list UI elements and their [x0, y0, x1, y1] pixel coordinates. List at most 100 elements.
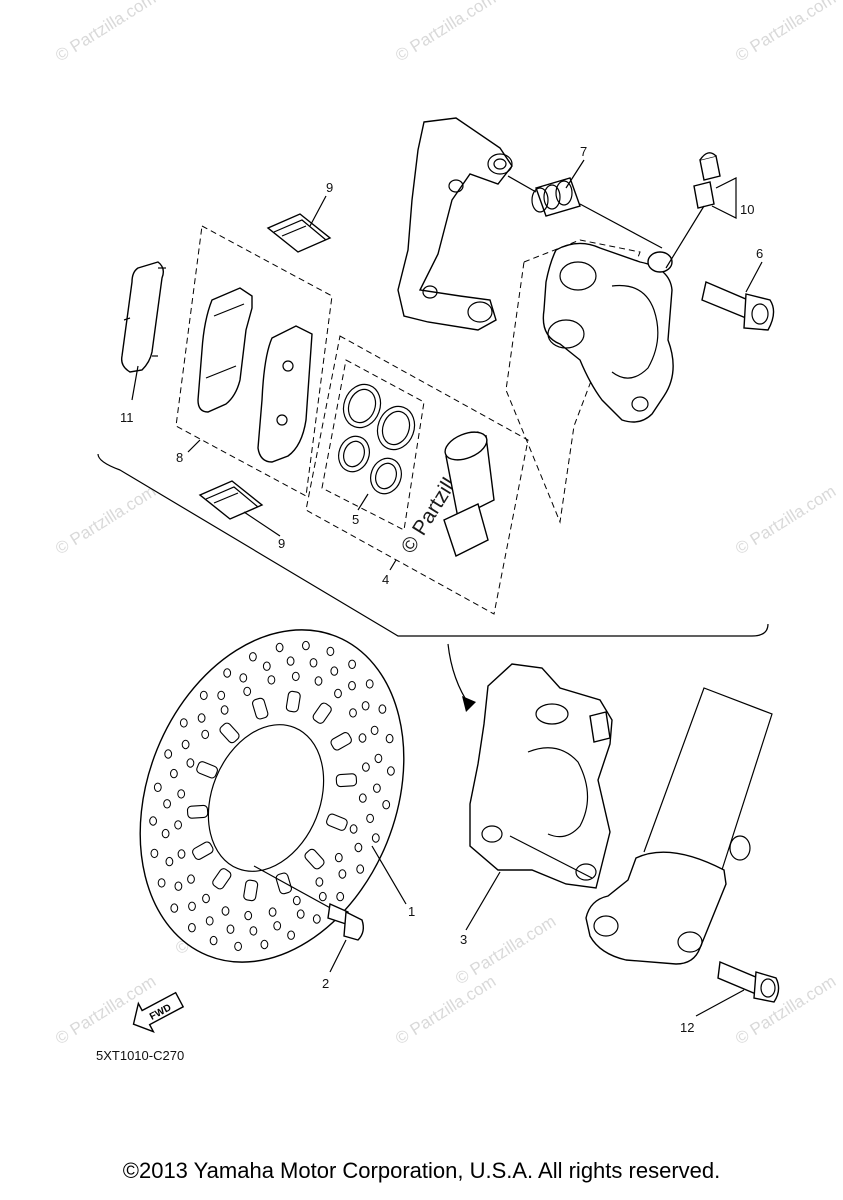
disc-slots — [186, 690, 358, 902]
disc-hole — [187, 874, 195, 884]
disc-slot — [186, 804, 209, 819]
callout-1: 1 — [408, 904, 415, 919]
front-fork-leg — [585, 687, 773, 965]
disc-hole — [164, 749, 173, 759]
watermark: © Partzilla.com — [392, 0, 499, 65]
watermark: © Partzilla.com — [392, 972, 499, 1049]
caliper-mount-bolt-part-12 — [717, 960, 780, 1003]
disc-hole — [356, 864, 365, 874]
disc-slot — [252, 697, 269, 720]
disc-hole — [165, 856, 174, 867]
callout-7: 7 — [580, 144, 587, 159]
disc-hole — [223, 668, 232, 678]
disc-hole — [267, 675, 276, 685]
disc-hole — [249, 652, 257, 662]
disc-hole — [174, 820, 183, 830]
disc-slot — [243, 879, 259, 902]
disc-hole — [262, 661, 271, 671]
disc-hole — [362, 762, 370, 772]
disc-hole — [334, 852, 343, 863]
pad-spring-part-9-upper — [266, 213, 332, 253]
disc-hole — [179, 718, 188, 728]
disc-hole — [174, 881, 183, 891]
disc-hole — [354, 842, 363, 853]
disc-slot — [312, 702, 332, 724]
pad-shim-part-11 — [120, 261, 166, 373]
disc-hole — [268, 907, 277, 917]
disc-hole — [326, 646, 335, 657]
disc-hole — [273, 921, 282, 931]
watermark: © Partzilla.com — [732, 482, 839, 559]
disc-hole — [334, 688, 342, 699]
disc-hole — [157, 878, 166, 888]
callout-10: 10 — [740, 202, 754, 217]
disc-hole — [336, 891, 345, 902]
callout-8: 8 — [176, 450, 183, 465]
disc-hole — [348, 681, 356, 691]
disc-hole — [374, 753, 383, 764]
disc-hole — [361, 701, 370, 711]
disc-slot — [212, 868, 232, 890]
disc-hole — [199, 690, 208, 701]
disc-hole — [220, 705, 229, 715]
disc-hole — [177, 789, 186, 799]
disc-slot — [192, 841, 214, 860]
disc-hole — [358, 733, 367, 743]
disc-hole — [292, 895, 301, 906]
callout-12: 12 — [680, 1020, 694, 1035]
disc-hole — [318, 891, 327, 902]
disc-hole — [217, 690, 226, 701]
disc-hole — [385, 733, 394, 744]
disc-hole — [163, 799, 172, 809]
disc-hole — [170, 768, 178, 779]
callout-3: 3 — [460, 932, 467, 947]
disc-hole — [315, 877, 324, 887]
callout-4: 4 — [382, 572, 389, 587]
disc-hole — [365, 679, 374, 689]
disc-hole — [221, 906, 230, 916]
disc-hole — [302, 640, 310, 651]
disc-slot — [304, 848, 325, 870]
disc-hole — [371, 833, 380, 843]
watermark: © Partzilla.com — [452, 912, 559, 989]
disc-slot — [275, 872, 292, 895]
disc-hole — [188, 901, 196, 911]
disc-hole — [205, 916, 214, 926]
disc-hole — [153, 782, 162, 792]
disc-hole — [378, 704, 387, 714]
callout-6: 6 — [756, 246, 763, 261]
disc-slot — [285, 690, 301, 713]
disc-hole — [330, 666, 339, 676]
callout-9-upper: 9 — [326, 180, 333, 195]
disc-hole — [186, 758, 195, 768]
watermark: © Partzilla.com — [52, 482, 159, 559]
disc-hole — [202, 893, 210, 904]
disc-hole — [177, 849, 186, 859]
disc-hole — [338, 869, 347, 879]
disc-hole — [348, 659, 357, 669]
bleed-screw-part-10 — [665, 152, 721, 269]
disc-hole — [201, 729, 210, 740]
caliper-bracket-upper — [397, 117, 513, 331]
disc-hole — [260, 939, 269, 950]
caliper-body-upper — [505, 239, 674, 524]
disc-hole — [243, 686, 252, 697]
disc-hole — [286, 656, 295, 666]
brake-pad-kit-part-8 — [175, 225, 333, 497]
disc-hole — [287, 930, 296, 940]
caliper-assembly-part-3 — [469, 663, 613, 889]
disc-hole — [197, 713, 206, 723]
disc-hole — [373, 783, 381, 793]
slide-pin-boot-part-7 — [507, 175, 663, 249]
caliper-bolt-part-6 — [701, 281, 775, 331]
disc-bolt-part-2 — [253, 865, 365, 941]
disc-hole — [370, 725, 379, 736]
disc-hole — [291, 671, 300, 682]
disc-hole — [188, 923, 196, 933]
disc-hole — [226, 924, 235, 934]
copyright-notice: ©2013 Yamaha Motor Corporation, U.S.A. A… — [122, 1158, 721, 1183]
brake-disc-part-1 — [139, 629, 405, 963]
disc-hole — [349, 824, 358, 834]
disc-hole — [366, 813, 375, 824]
disc-hole — [209, 935, 218, 946]
